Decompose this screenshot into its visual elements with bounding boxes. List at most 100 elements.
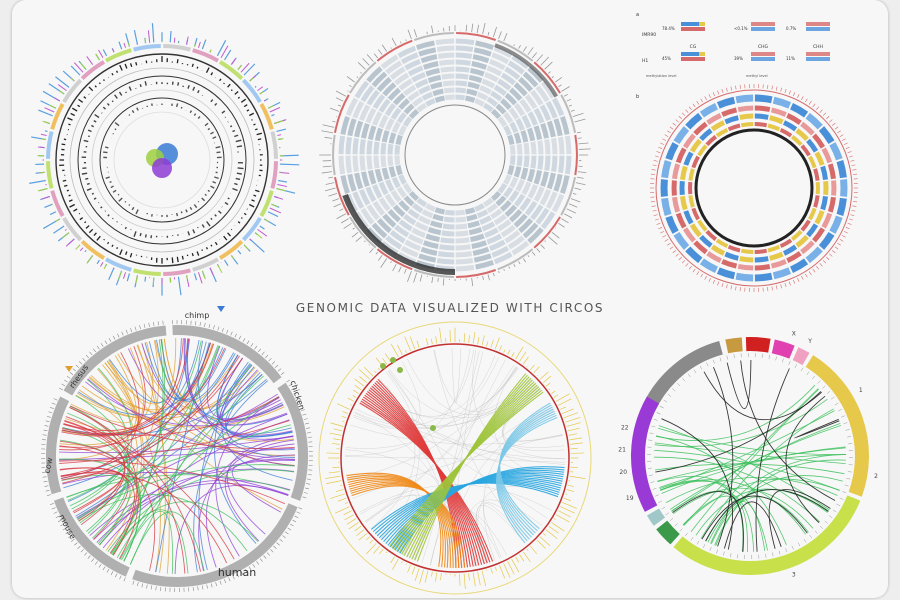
tick-mark	[60, 523, 65, 527]
green-link	[658, 425, 830, 511]
histogram-bar	[48, 104, 57, 109]
section-letter: b	[636, 94, 639, 100]
band-mark	[255, 128, 258, 131]
band-mark	[129, 63, 133, 67]
chromosome-tick-label: 3	[792, 571, 796, 578]
tick-mark	[150, 585, 153, 590]
band-mark	[131, 206, 135, 211]
synteny-link	[107, 469, 294, 552]
tick-mark	[413, 272, 418, 283]
methyl-track	[806, 138, 819, 153]
tick-mark	[348, 522, 359, 530]
tick-mark	[829, 253, 833, 257]
synteny-link	[116, 375, 264, 558]
tick-mark	[430, 338, 433, 345]
tick-mark	[263, 555, 267, 559]
track-segment	[516, 155, 523, 167]
ideogram-segment	[46, 161, 54, 189]
track-segment	[403, 213, 417, 226]
track-segment	[418, 47, 437, 57]
tick-mark	[533, 366, 540, 374]
track-segment	[455, 66, 470, 73]
tick-mark	[548, 71, 551, 74]
methyl-track	[818, 231, 835, 250]
tick-mark	[536, 54, 543, 62]
track-segment	[441, 73, 455, 80]
tick-mark	[390, 47, 392, 49]
species-label: chimp	[185, 311, 210, 320]
tick-mark	[564, 93, 568, 97]
track-segment	[387, 155, 394, 167]
tick-mark	[333, 438, 341, 441]
tick-mark	[384, 353, 391, 362]
band-mark	[128, 204, 131, 206]
tick-mark	[405, 39, 407, 42]
track-segment	[467, 220, 481, 229]
tick-mark	[660, 231, 665, 234]
band-mark	[61, 143, 66, 146]
tick-mark	[378, 49, 383, 55]
tick-mark	[366, 542, 377, 555]
background-link	[354, 349, 475, 427]
tick-mark	[578, 142, 589, 145]
methyl-track	[812, 133, 826, 149]
methyl-track	[770, 107, 787, 117]
histogram-bar	[267, 211, 279, 218]
tick-mark	[532, 251, 536, 256]
tick-mark	[805, 273, 808, 278]
band-mark	[96, 235, 101, 241]
track-segment	[507, 134, 515, 145]
track-segment	[516, 143, 523, 155]
track-segment	[521, 114, 532, 129]
tick-mark	[435, 336, 438, 344]
methyl-track	[688, 195, 695, 208]
track-segment	[352, 100, 365, 119]
histogram-bar	[216, 263, 223, 273]
track-segment	[515, 179, 525, 192]
tick-mark	[794, 364, 797, 368]
track-segment	[372, 111, 383, 126]
tick-mark	[653, 214, 658, 216]
track-segment	[404, 58, 422, 71]
tick-mark	[548, 388, 551, 391]
tick-mark	[678, 256, 682, 261]
band-mark	[230, 228, 233, 231]
track-segment	[486, 233, 503, 245]
track-segment	[338, 135, 346, 155]
tick-mark	[712, 359, 715, 364]
tick-mark	[540, 244, 545, 249]
black-link	[723, 501, 782, 549]
track-segment	[352, 191, 365, 210]
tick-mark	[486, 341, 489, 347]
tick-mark	[836, 503, 841, 507]
tick-mark	[324, 136, 333, 139]
tick-mark	[341, 218, 349, 224]
tick-mark	[565, 493, 568, 495]
synteny-link	[111, 509, 189, 574]
track-segment	[564, 135, 572, 155]
histogram-bar	[62, 232, 70, 239]
tick-mark	[845, 227, 850, 230]
tick-mark	[507, 561, 515, 575]
methyl-track	[735, 94, 754, 104]
track-segment	[537, 140, 544, 155]
tick-mark	[378, 255, 383, 261]
tick-mark	[808, 101, 812, 105]
track-segment	[415, 40, 435, 50]
band-mark	[189, 206, 193, 211]
tick-mark	[68, 535, 72, 539]
band-mark	[81, 172, 88, 175]
tick-mark	[344, 514, 354, 521]
track-segment	[553, 173, 563, 192]
tick-mark	[545, 382, 551, 387]
tick-mark	[78, 361, 83, 365]
band-mark	[214, 214, 217, 217]
band-mark	[207, 127, 211, 131]
tick-mark	[335, 90, 346, 97]
venn-circle	[152, 158, 172, 178]
methyl-bar	[699, 52, 705, 56]
histogram-bar	[70, 65, 81, 76]
background-link	[365, 367, 518, 523]
track-segment	[366, 155, 373, 170]
tick-mark	[481, 570, 487, 587]
